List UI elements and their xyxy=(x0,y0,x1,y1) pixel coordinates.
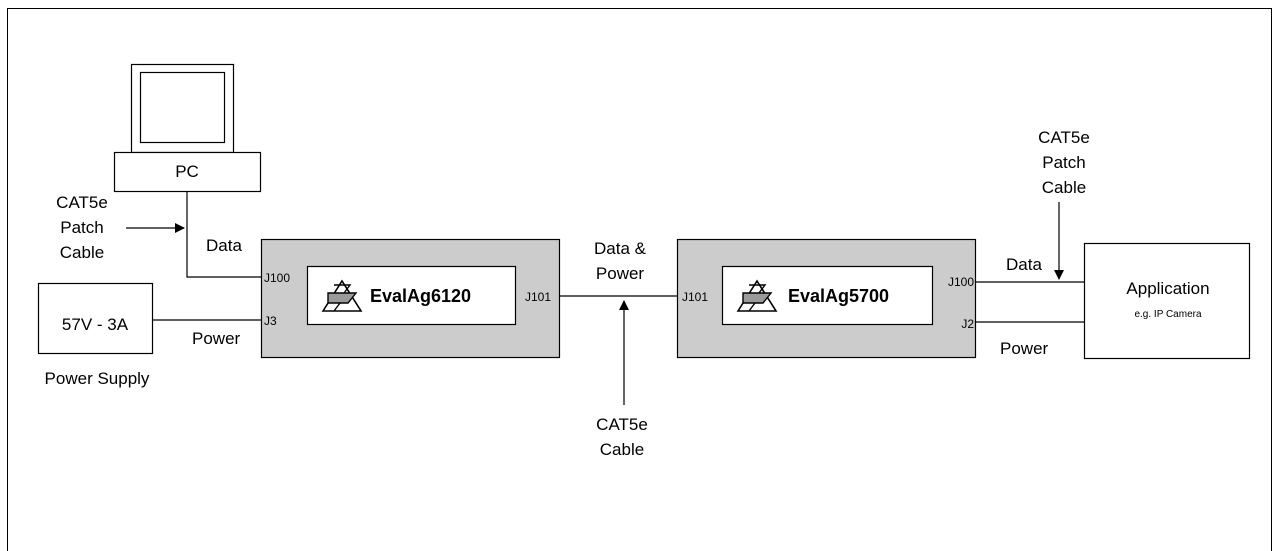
pc-base xyxy=(113,151,262,193)
eval5700-data-label: Data xyxy=(1006,255,1042,274)
pc-cable-label-3: Cable xyxy=(60,243,104,262)
eval6120-name: EvalAg6120 xyxy=(370,286,471,306)
app-cable-label-2: Patch xyxy=(1042,153,1085,172)
link-label-1: Data & xyxy=(594,239,647,258)
pc-computer: PC xyxy=(113,63,262,193)
eval5700-name: EvalAg5700 xyxy=(788,286,889,306)
computer-monitor-icon xyxy=(130,63,235,154)
pc-data-cable xyxy=(186,191,262,278)
eval5700-power-label: Power xyxy=(1000,339,1049,358)
link-cable-label-2: Cable xyxy=(600,440,644,459)
eval5700-port-j101: J101 xyxy=(682,290,708,304)
eval5700-port-j100: J100 xyxy=(948,275,974,289)
eval6120-data-label: Data xyxy=(206,236,242,255)
eval6120-port-j3: J3 xyxy=(264,314,277,328)
eval5700-port-j2: J2 xyxy=(961,317,974,331)
link-cable-label-1: CAT5e xyxy=(596,415,648,434)
eval6120-power-label: Power xyxy=(192,329,241,348)
app-cable-label-3: Cable xyxy=(1042,178,1086,197)
application-subtitle: e.g. IP Camera xyxy=(1134,309,1202,320)
pc-cable-label-1: CAT5e xyxy=(56,193,108,212)
power-supply-rating: 57V - 3A xyxy=(62,315,129,334)
application-title: Application xyxy=(1126,279,1209,298)
eval6120-port-j101: J101 xyxy=(525,290,551,304)
power-supply-caption: Power Supply xyxy=(45,369,150,388)
power-supply-box xyxy=(37,282,154,355)
pc-cable-label-2: Patch xyxy=(60,218,103,237)
silvertel-logo-icon xyxy=(736,279,778,312)
eval6120-port-j100: J100 xyxy=(264,271,290,285)
application-box xyxy=(1083,242,1251,360)
silvertel-logo-icon xyxy=(321,279,363,312)
pc-label: PC xyxy=(175,162,199,181)
link-label-2: Power xyxy=(596,264,645,283)
app-cable-label-1: CAT5e xyxy=(1038,128,1090,147)
diagram-frame xyxy=(7,8,1272,551)
